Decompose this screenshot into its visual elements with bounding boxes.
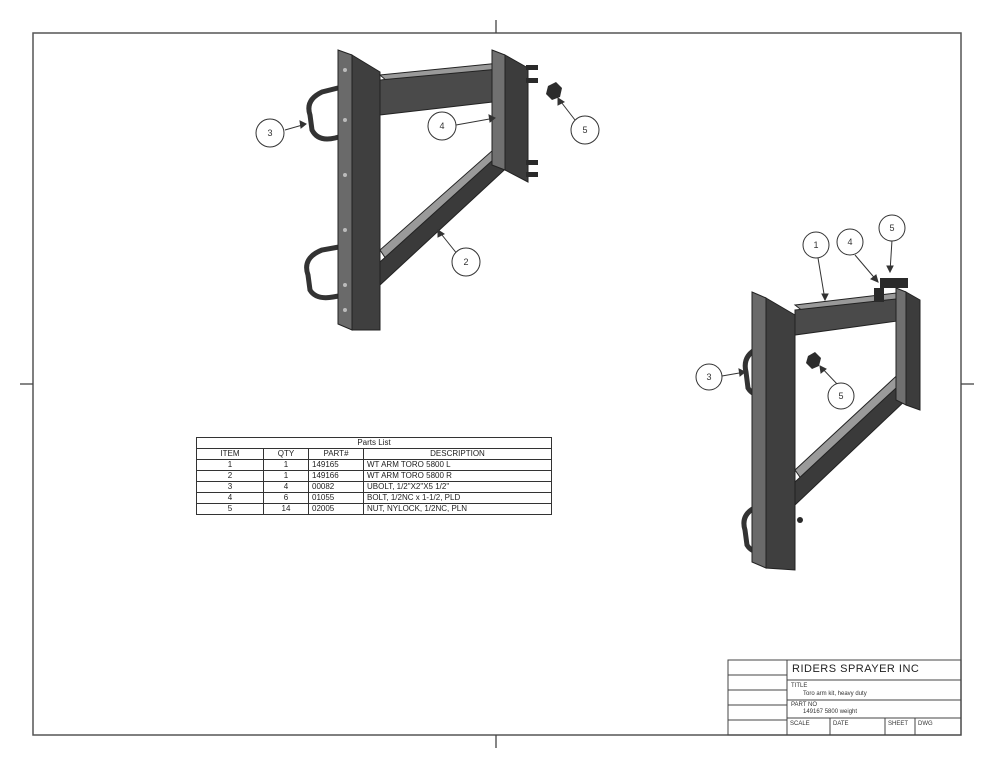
part-label: PART NO bbox=[791, 702, 818, 708]
balloon: 5 bbox=[570, 115, 600, 145]
column-header-part: PART# bbox=[308, 448, 364, 460]
column-header-qty: QTY bbox=[263, 448, 309, 460]
cell-part: 02005 bbox=[308, 503, 364, 515]
parts-list-title: Parts List bbox=[196, 437, 552, 449]
table-row: 2 1 149166 WT ARM TORO 5800 R bbox=[196, 470, 552, 482]
parts-list-header-row: ITEM QTY PART# DESCRIPTION bbox=[196, 448, 552, 460]
date-label: DATE bbox=[833, 721, 849, 727]
cell-item: 4 bbox=[196, 492, 264, 504]
right-weight-arm-assembly bbox=[741, 278, 921, 571]
column-header-description: DESCRIPTION bbox=[363, 448, 552, 460]
table-row: 5 14 02005 NUT, NYLOCK, 1/2NC, PLN bbox=[196, 503, 552, 515]
cell-description: NUT, NYLOCK, 1/2NC, PLN bbox=[363, 503, 552, 515]
balloon: 1 bbox=[802, 231, 830, 259]
title-block bbox=[727, 659, 962, 736]
balloon: 5 bbox=[878, 214, 906, 242]
nut-icon bbox=[546, 82, 562, 100]
balloon-label: 1 bbox=[813, 240, 818, 250]
cell-description: BOLT, 1/2NC x 1-1/2, PLD bbox=[363, 492, 552, 504]
balloon-label: 3 bbox=[267, 128, 272, 138]
cell-description: UBOLT, 1/2"X2"X5 1/2" bbox=[363, 481, 552, 493]
balloon: 3 bbox=[695, 363, 723, 391]
table-row: 4 6 01055 BOLT, 1/2NC x 1-1/2, PLD bbox=[196, 492, 552, 504]
cell-qty: 14 bbox=[263, 503, 309, 515]
part-value: 149167 5800 weight bbox=[803, 709, 858, 715]
column-header-item: ITEM bbox=[196, 448, 264, 460]
cell-qty: 4 bbox=[263, 481, 309, 493]
balloon: 4 bbox=[836, 228, 864, 256]
table-row: 3 4 00082 UBOLT, 1/2"X2"X5 1/2" bbox=[196, 481, 552, 493]
balloon-label: 5 bbox=[838, 391, 843, 401]
balloon-label: 4 bbox=[439, 121, 444, 131]
title-label: TITLE bbox=[791, 683, 808, 689]
balloon-label: 4 bbox=[847, 237, 852, 247]
cell-part: 01055 bbox=[308, 492, 364, 504]
dwg-label: DWG bbox=[918, 721, 933, 727]
balloon: 5 bbox=[827, 382, 855, 410]
parts-list-table: Parts List ITEM QTY PART# DESCRIPTION 1 … bbox=[196, 437, 552, 515]
balloon-label: 2 bbox=[463, 257, 468, 267]
company-name: RIDERS SPRAYER INC bbox=[792, 663, 920, 675]
cell-qty: 1 bbox=[263, 470, 309, 482]
title-value: Toro arm kit, heavy duty bbox=[803, 691, 867, 697]
balloon-label: 5 bbox=[889, 223, 894, 233]
cell-qty: 6 bbox=[263, 492, 309, 504]
cell-item: 5 bbox=[196, 503, 264, 515]
sheet-label: SHEET bbox=[888, 721, 909, 727]
right-leaders bbox=[721, 239, 894, 386]
balloon: 2 bbox=[451, 247, 481, 277]
cell-item: 1 bbox=[196, 459, 264, 471]
table-row: 1 1 149165 WT ARM TORO 5800 L bbox=[196, 459, 552, 471]
nut-icon bbox=[806, 352, 821, 369]
cell-item: 3 bbox=[196, 481, 264, 493]
balloon: 3 bbox=[255, 118, 285, 148]
balloon: 4 bbox=[427, 111, 457, 141]
balloon-label: 5 bbox=[582, 125, 587, 135]
cell-item: 2 bbox=[196, 470, 264, 482]
cell-qty: 1 bbox=[263, 459, 309, 471]
cell-description: WT ARM TORO 5800 R bbox=[363, 470, 552, 482]
u-bolt bbox=[304, 82, 353, 301]
left-weight-arm-assembly bbox=[304, 49, 562, 331]
left-leaders bbox=[284, 97, 576, 256]
cell-part: 149166 bbox=[308, 470, 364, 482]
center-marks bbox=[20, 20, 974, 748]
cell-part: 00082 bbox=[308, 481, 364, 493]
cell-part: 149165 bbox=[308, 459, 364, 471]
balloon-label: 3 bbox=[706, 372, 711, 382]
scale-label: SCALE bbox=[790, 721, 810, 727]
cell-description: WT ARM TORO 5800 L bbox=[363, 459, 552, 471]
